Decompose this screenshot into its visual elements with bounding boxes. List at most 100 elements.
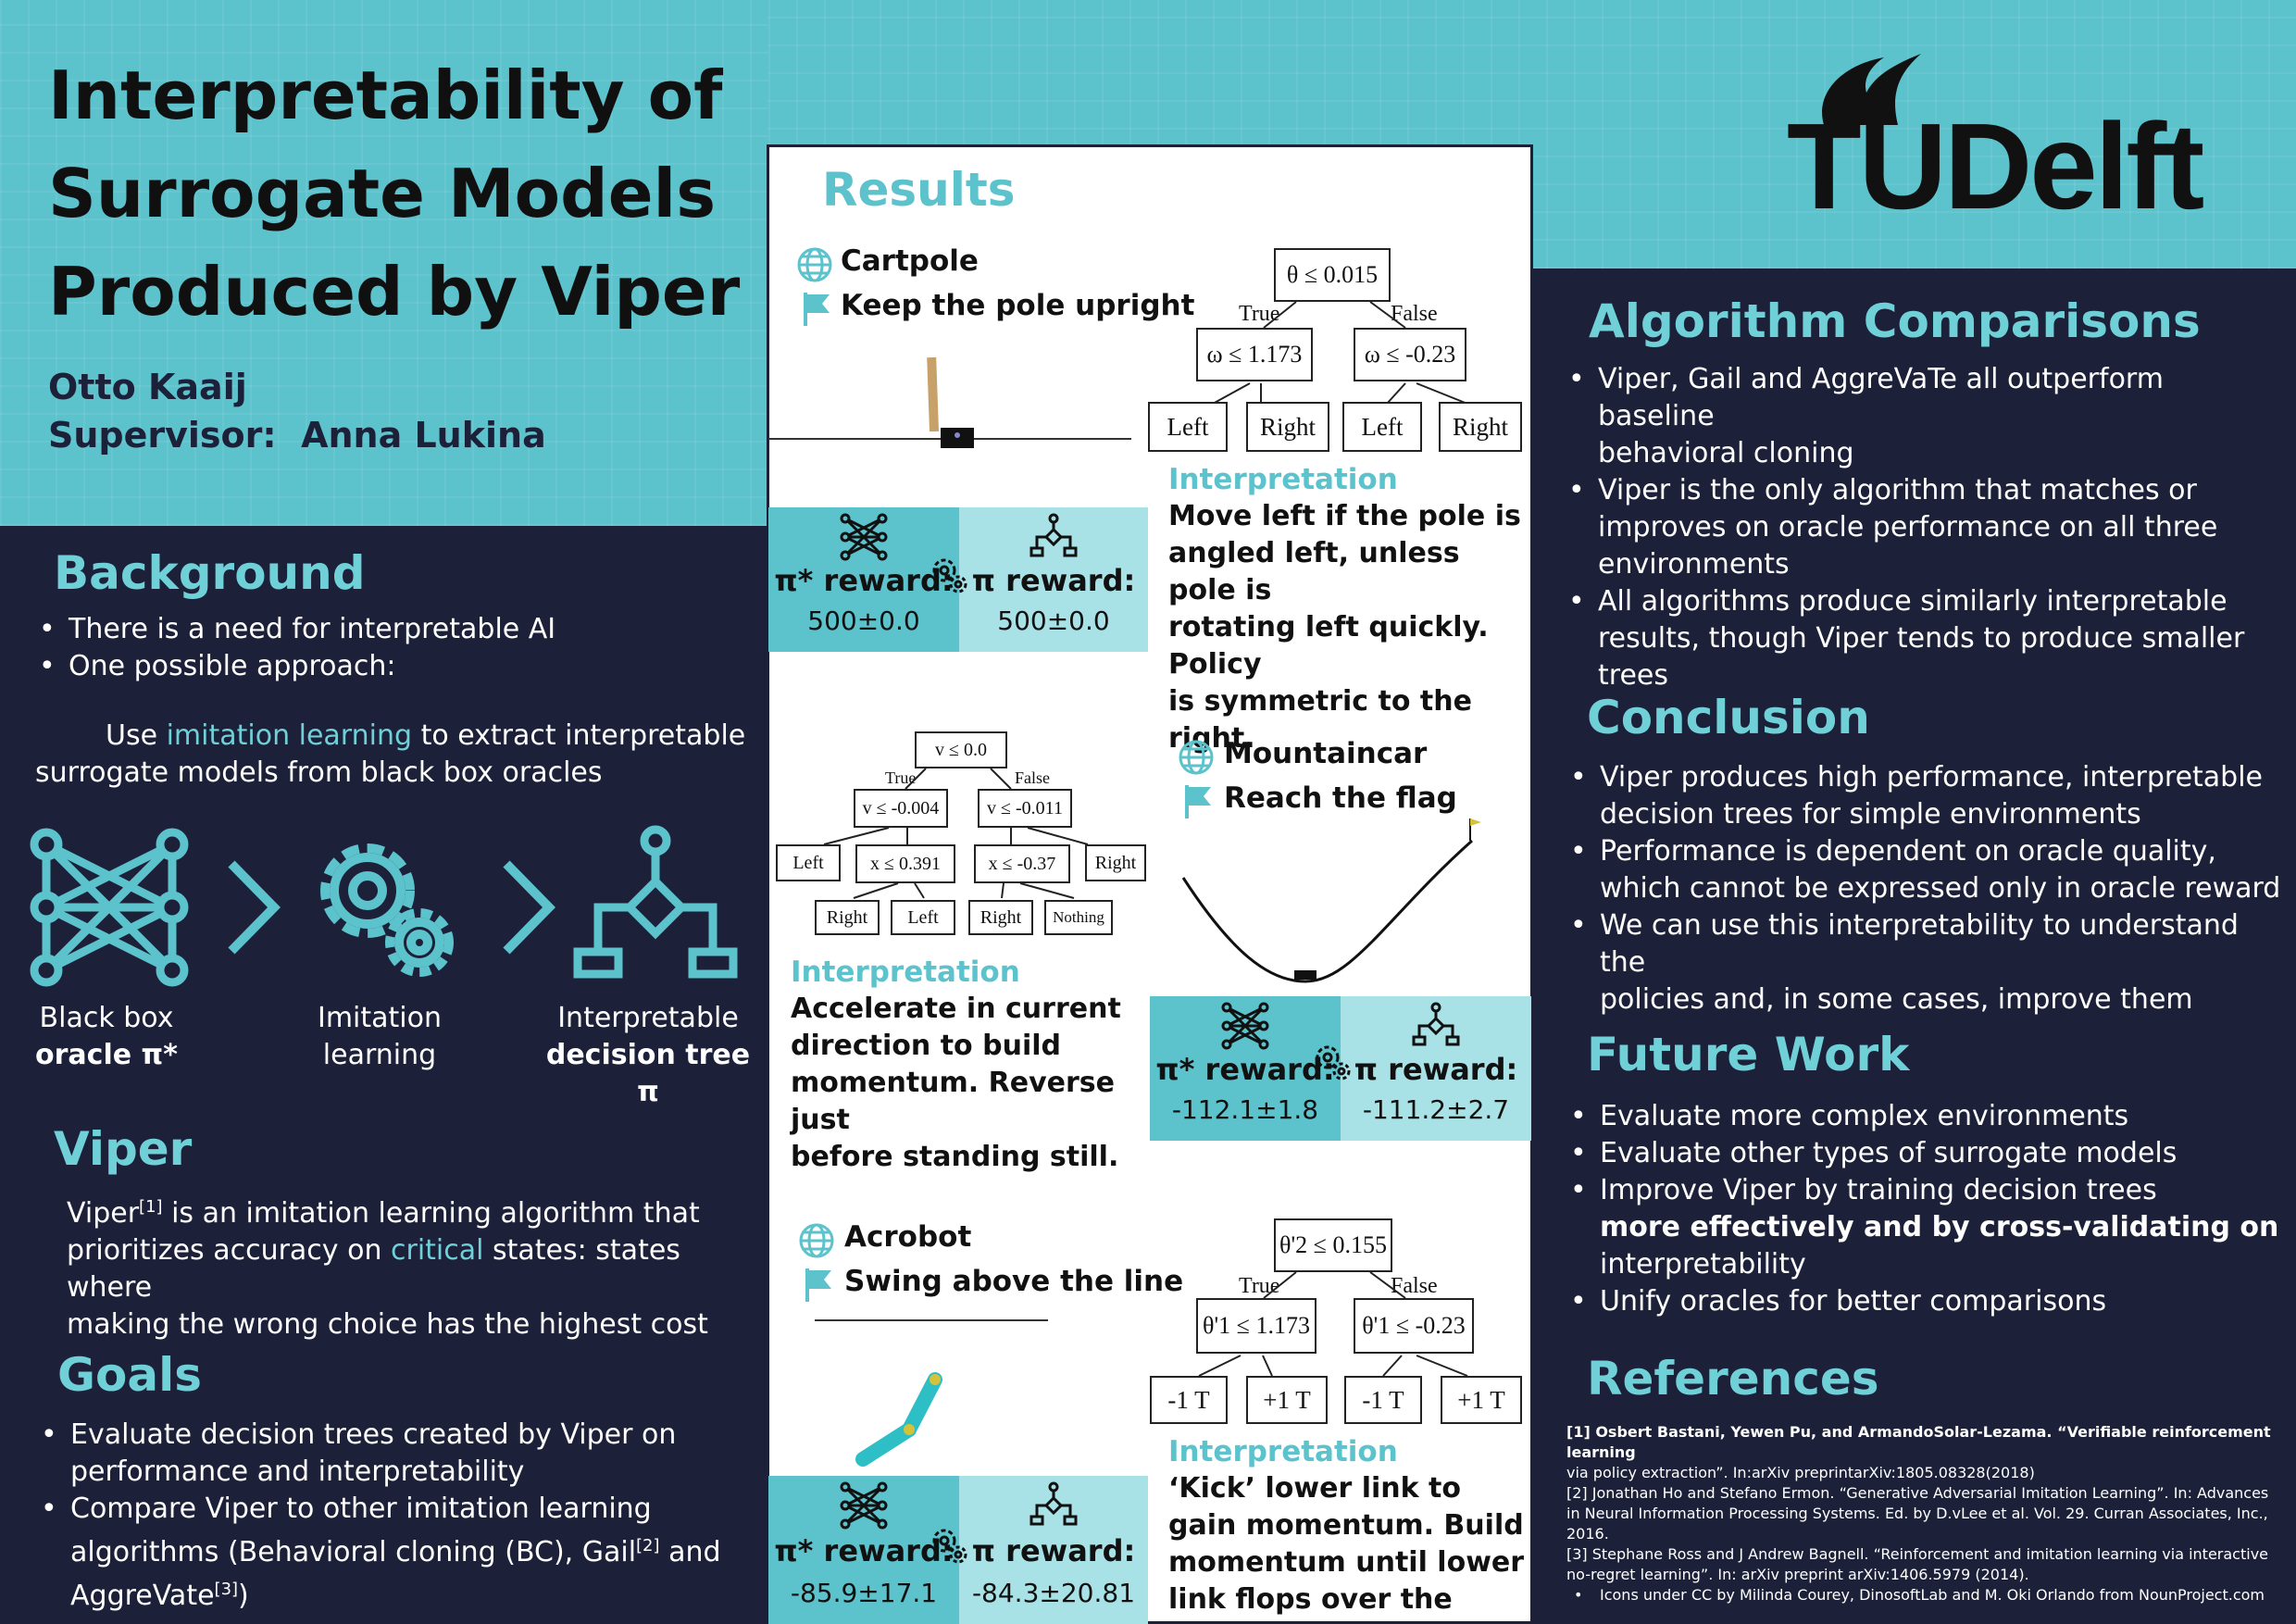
tree-reward-label: π reward: [971,1533,1136,1568]
flame-icon [1822,54,1921,125]
viper-line-2: prioritizes accuracy on critical states:… [67,1234,680,1304]
conclusion-heading: Conclusion [1587,691,1870,744]
decision-tree-icon [573,825,738,979]
imitation-learning-highlight: imitation learning [166,719,413,752]
tree-leaf: Left [891,900,955,935]
tree-edges [1198,1272,1468,1377]
chevron-right-icon [228,860,281,955]
mountaincar-illustration [1181,818,1481,983]
background-bullets: There is a need for interpretable AI One… [35,611,757,685]
tree-reward-box: π reward: -84.3±20.81 [959,1476,1148,1624]
acrobot-interpretation: ‘Kick’ lower link to gain momentum. Buil… [1168,1472,1525,1624]
tree-edges [823,768,1089,899]
future-work-bullet: Evaluate other types of surrogate models [1566,1135,2289,1172]
flag-icon [805,1268,831,1302]
tree-node: v ≤ -0.011 [978,789,1072,828]
cartpole-goal: Keep the pole upright [841,289,1195,322]
background-bullet: There is a need for interpretable AI [35,611,757,648]
globe-icon [1179,740,1214,775]
author-block: Otto Kaaij Supervisor: Anna Lukina [48,363,752,459]
tree-node: x ≤ -0.37 [974,844,1070,883]
tree-reward-box: π reward: 500±0.0 [959,507,1148,652]
neural-network-icon [30,828,189,987]
tree-node: θ'1 ≤ 1.173 [1196,1298,1316,1354]
tree-leaf: Right [815,900,880,935]
tree-leaf: Right [968,900,1033,935]
tree-node: v ≤ -0.004 [854,789,948,828]
oracle-reward-value: -85.9±17.1 [790,1578,938,1608]
acrobot-name: Acrobot [844,1220,972,1254]
neural-network-icon [840,1481,888,1530]
approach-line-1: Use imitation learning to extract interp… [106,719,746,752]
background-bullet: One possible approach: [35,648,757,685]
goals-bullet: Compare Viper to other imitation learnin… [37,1491,768,1615]
neural-network-icon [840,513,888,561]
tree-reward-value: -84.3±20.81 [971,1578,1136,1608]
oracle-reward-label: π* reward: [1155,1052,1335,1087]
tree-node: θ'2 ≤ 0.155 [1274,1218,1392,1272]
mountaincar-goal: Reach the flag [1224,781,1457,815]
future-work-bullet: Evaluate more complex environments [1566,1098,2289,1135]
title-line-1: Interpretability of [48,56,723,134]
viper-heading: Viper [54,1122,193,1176]
title-line-3: Produced by Viper [48,253,741,331]
oracle-reward-value: -112.1±1.8 [1171,1094,1319,1125]
tree-edge-label: False [1015,768,1050,787]
logo-wordmark: TUDelft [1787,98,2204,234]
reference-item: [2] Jonathan Ho and Stefano Ermon. “Gene… [1566,1484,2269,1543]
tree-node: θ'1 ≤ -0.23 [1354,1298,1474,1354]
tree-leaf: Left [1342,402,1422,452]
tree-leaf: Right [1246,402,1329,452]
tree-leaf: Nothing [1044,900,1113,935]
tree-reward-box: π reward: -111.2±2.7 [1341,996,1531,1141]
future-work-bullet: Unify oracles for better comparisons [1566,1283,2289,1320]
citation-1: [1] [139,1197,163,1217]
oracle-reward-box: π* reward: -112.1±1.8 [1150,996,1341,1141]
reference-item: [1] Osbert Bastani, Yewen Pu, and Armand… [1566,1423,2271,1481]
tree-reward-label: π reward: [971,563,1136,598]
goals-bullet: Evaluate decision trees created by Viper… [37,1417,768,1491]
tree-leaf: +1 T [1246,1376,1328,1424]
chevron-right-icon [503,860,555,955]
tree-reward-value: 500±0.0 [997,606,1110,636]
reference-item: [3] Stephane Ross and J Andrew Bagnell. … [1566,1545,2268,1583]
citation-2: [2] [636,1536,660,1555]
tree-node: x ≤ 0.391 [855,844,955,883]
citation-3: [3] [214,1580,239,1599]
tree-leaf: Left [1148,402,1228,452]
comparison-bullet: Viper, Gail and AggreVaTe all outperform… [1565,361,2287,472]
future-work-heading: Future Work [1587,1028,1910,1081]
gears-icon [320,843,454,977]
supervisor-name: Anna Lukina [301,415,546,456]
header-band-left [0,0,768,526]
conclusion-bullets: Viper produces high performance, interpr… [1566,759,2289,1018]
supervisor-line: Supervisor: Anna Lukina [48,411,752,459]
comparison-bullet: All algorithms produce similarly interpr… [1565,583,2287,694]
tree-leaf: -1 T [1344,1376,1422,1424]
flag-icon [804,293,830,326]
gears-icon [932,1529,967,1564]
tree-leaf: Right [1439,402,1522,452]
gears-icon [932,558,967,593]
neural-network-icon [1221,1002,1269,1050]
cartpole-illustration [768,356,1131,448]
viper-line-1: Viper[1] is an imitation learning algori… [67,1197,700,1230]
cartpole-name: Cartpole [841,244,979,278]
tree-leaf: +1 T [1441,1376,1522,1424]
acrobot-goal: Swing above the line [844,1265,1184,1298]
critical-highlight: critical [391,1234,484,1267]
results-heading: Results [822,163,1016,217]
oracle-reward-value: 500±0.0 [807,606,920,636]
future-work-bullets: Evaluate more complex environments Evalu… [1566,1098,2289,1320]
comparison-bullet: Viper is the only algorithm that matches… [1565,472,2287,583]
icons-credit: •Icons under CC by Milinda Courey, Dinos… [1574,1586,2265,1604]
oracle-reward-box: π* reward: -85.9±17.1 [768,1476,959,1624]
author-name: Otto Kaaij [48,367,247,407]
globe-icon [797,247,832,282]
oracle-reward-label: π* reward: [774,1533,954,1568]
flag-icon [1185,785,1211,818]
references-list: [1] Osbert Bastani, Yewen Pu, and Armand… [1566,1422,2285,1605]
conclusion-bullet: Viper produces high performance, interpr… [1566,759,2289,833]
